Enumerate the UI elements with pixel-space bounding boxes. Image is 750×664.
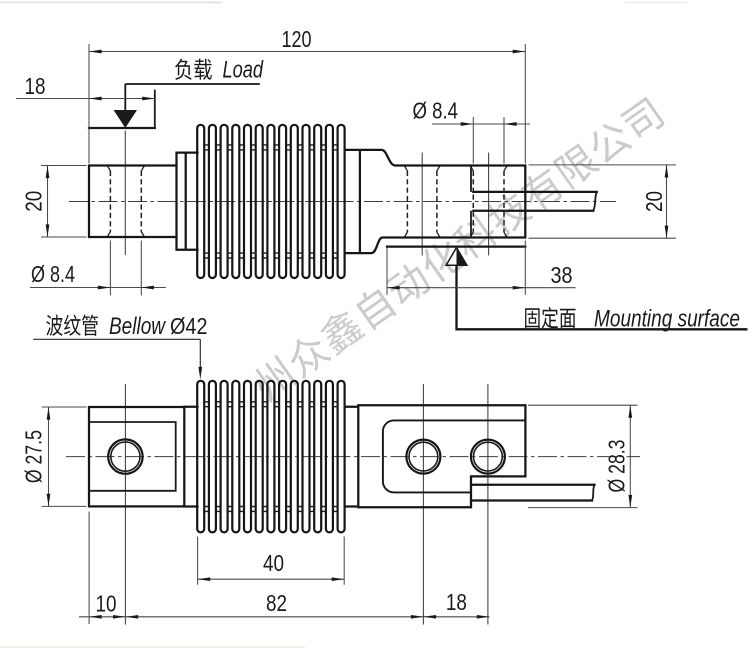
cable-plan-break-end	[590, 483, 596, 502]
dim-38	[386, 240, 576, 295]
left-shoulder	[175, 151, 199, 251]
dim-label-hole-left: Ø 8.4	[31, 261, 75, 287]
side-view-dimensions	[16, 44, 676, 296]
dim-label-40: 40	[263, 550, 284, 576]
dim-label-20-left: 20	[20, 191, 46, 212]
mounting-surface-triangle-fill	[456, 247, 467, 266]
dim-label-120: 120	[282, 26, 312, 52]
bellow-label-en: Bellow	[109, 313, 166, 340]
hole-right-inner	[472, 441, 504, 472]
load-label-zh: 负载	[174, 51, 213, 85]
right-section-outline	[343, 148, 527, 255]
plan-view-dimensions	[41, 404, 638, 624]
bellows-side-view	[196, 123, 346, 280]
bellow-label-dia: Ø42	[170, 313, 208, 339]
plan-hole-centerlines	[124, 384, 489, 625]
hole-mid-inner	[408, 441, 439, 472]
dim-label-20-right: 20	[641, 191, 667, 212]
dim-label-10: 10	[96, 591, 117, 617]
dim-label-18: 18	[25, 73, 46, 99]
mounting-label-zh: 固定面	[524, 300, 577, 334]
dim-label-27-5: Ø 27.5	[21, 430, 47, 483]
dim-40	[197, 536, 345, 585]
left-block-plan	[87, 405, 186, 508]
dim-120	[88, 44, 526, 164]
mounting-holes-plan	[107, 438, 506, 475]
bellows-plan-valleys-top	[203, 400, 339, 409]
hole-left-outer	[107, 438, 144, 475]
dim-28-3	[528, 404, 638, 509]
bellows-valleys-bottom	[203, 251, 339, 259]
hole-mid-outer	[405, 438, 442, 475]
dim-label-18-pitch: 18	[446, 589, 467, 615]
plan-view	[33, 338, 640, 625]
dim-27-5	[41, 406, 87, 507]
cable-break-end	[592, 190, 598, 212]
load-arrow-icon	[113, 110, 137, 128]
bellows-plan-view	[196, 379, 346, 534]
dim-label-28-3: Ø 28.3	[604, 440, 630, 493]
hole-left-inner	[110, 441, 141, 473]
mounting-label-en: Mounting surface	[594, 306, 740, 333]
hidden-hole-lines	[109, 170, 505, 233]
cable-side-view	[472, 190, 598, 212]
mounting-plate-plan	[381, 419, 526, 494]
bellow-leader-line	[33, 338, 201, 370]
load-label-en: Load	[223, 57, 264, 84]
page-edge-artifacts	[0, 1, 687, 648]
side-view	[16, 44, 748, 331]
left-block-recess	[88, 421, 177, 492]
mounting-leader-line	[455, 264, 748, 331]
left-block-outline	[87, 164, 178, 239]
dim-label-82: 82	[266, 590, 287, 616]
load-leader-line	[124, 83, 260, 111]
hole-right-outer	[469, 438, 506, 475]
annotation-text: 120 18 负载 Load Ø 8.4 Ø 8.4 20 20 38 固定面 …	[20, 26, 740, 617]
bellows-valleys-top	[203, 144, 339, 152]
bellow-label-zh: 波纹管	[46, 307, 100, 341]
cable-plan-view	[469, 483, 596, 502]
dim-label-hole-right: Ø 8.4	[413, 98, 459, 124]
bellows-plan-valleys-bottom	[203, 505, 339, 513]
dim-label-38: 38	[551, 262, 573, 288]
left-collar-plan	[183, 405, 199, 508]
